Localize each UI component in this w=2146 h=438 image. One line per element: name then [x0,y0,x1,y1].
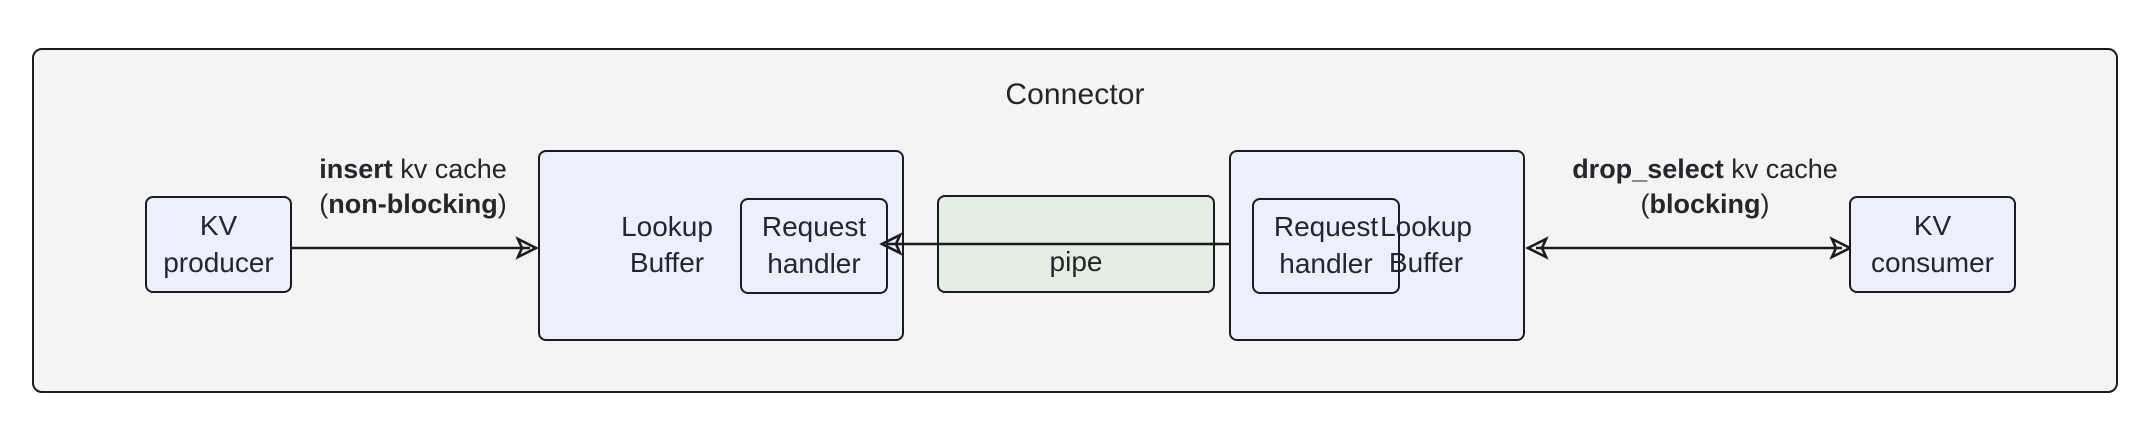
pipe-throughline [937,242,1217,246]
edge-label-insert-bold: insert [319,154,393,184]
lookup-buffer-left-label: Lookup Buffer [621,210,713,279]
connector-title: Connector [1005,78,1145,111]
kv-consumer-label: KV consumer [1871,209,1994,278]
arrow-insert [292,236,539,260]
edge-label-drop-select-bold: drop_select [1572,154,1724,184]
kv-producer-node: KV producer [145,196,292,293]
edge-label-drop-select: drop_select kv cache (blocking) [1540,152,1870,222]
pipe-label: pipe [1049,246,1103,277]
kv-consumer-node: KV consumer [1849,196,2016,293]
edge-label-drop-select-close-paren: ) [1760,189,1770,220]
kv-producer-label: KV producer [163,209,274,278]
request-handler-left: Request handler [740,197,888,294]
edge-label-drop-select-plain: kv cache [1723,154,1838,184]
arrow-drop-select [1525,236,1853,260]
edge-label-insert-plain: kv cache [392,154,507,184]
edge-label-drop-select-bold2: blocking [1649,189,1761,220]
edge-label-insert-close-paren: ) [497,189,507,220]
edge-label-drop-select-open-paren: ( [1640,189,1650,220]
edge-label-insert-open-paren: ( [319,189,329,220]
request-handler-right: Request handler [1252,197,1400,294]
lookup-buffer-right: Request handler Lookup Buffer [1229,150,1525,341]
lookup-buffer-right-label: Lookup Buffer [1380,210,1472,279]
lookup-buffer-left: Lookup Buffer Request handler [538,150,904,341]
edge-label-insert-bold2: non-blocking [328,189,498,220]
edge-label-insert: insert kv cache (non-blocking) [258,152,568,222]
